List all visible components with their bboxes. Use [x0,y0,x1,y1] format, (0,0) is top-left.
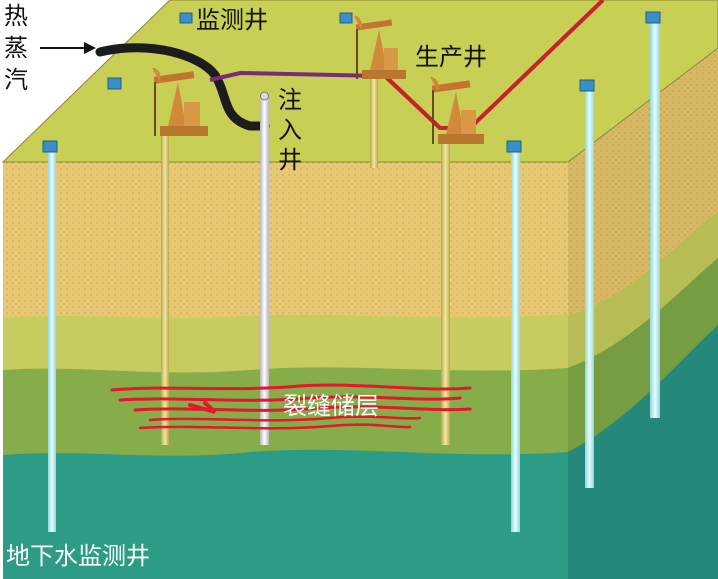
right-face [568,48,718,579]
wellhead-icon [339,12,353,24]
well-heads [42,11,661,153]
monitoring-well-front-left [48,150,56,532]
label-fractured-reservoir: 裂缝储层 [283,392,379,420]
pump-jack-icon [430,76,484,144]
label-hot-steam-2: 蒸 [4,34,28,62]
front-olive-layer [3,314,568,374]
production-well-right [441,140,450,445]
label-monitoring-well: 监测井 [196,6,268,34]
wellhead-icon [179,12,193,24]
label-hot-steam-1: 热 [4,2,28,30]
label-injection-well-3: 井 [278,146,302,174]
wells [48,18,660,532]
fracture-zone [110,383,472,430]
steam-pipe [95,43,270,131]
right-olive-layer [568,212,718,370]
label-hot-steam-3: 汽 [4,66,28,94]
wellhead-icon [645,11,661,24]
front-green-layer [3,367,568,459]
right-green-layer [568,258,718,455]
wellhead-icon [107,77,122,90]
label-injection-well-1: 注 [278,86,302,114]
monitoring-well-back-right-2 [650,18,660,418]
monitoring-well-front-right [511,150,520,532]
monitoring-well-back-right-1 [585,90,594,488]
front-teal-layer [3,449,568,579]
production-well-back [370,78,378,168]
pump-jack-icon [354,15,406,79]
label-production-well: 生产井 [415,43,487,71]
injection-well [260,95,269,445]
wellhead-icon [506,140,522,153]
front-face [3,162,568,579]
pump-jack-icon [152,67,208,136]
wellhead-icon [42,140,58,153]
label-groundwater-monitoring-well: 地下水监测井 [6,542,150,570]
wellhead-icon [579,79,595,92]
right-teal-layer [568,325,718,579]
steam-arrow-icon [40,42,96,54]
production-well-left [161,135,169,445]
label-injection-well-2: 入 [278,116,302,144]
